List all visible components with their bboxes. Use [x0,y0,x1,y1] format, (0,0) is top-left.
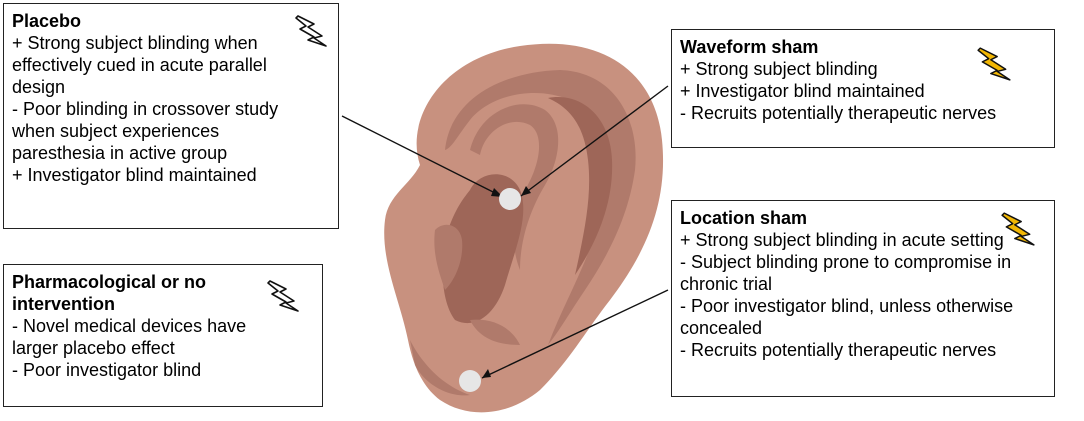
ear-antitragus [470,319,520,345]
lightning-filled-icon [977,47,1011,81]
placebo-line: when subject experiences [12,121,220,141]
arrow-location [481,289,669,379]
location-line: concealed [680,318,763,338]
ear-concha [442,174,524,324]
arrow-waveform-head [521,186,531,196]
placebo-line: + Investigator blind maintained [12,165,257,185]
lightning-outline-icon [267,280,299,312]
placebo-line: effectively cued in acute parallel [12,55,267,75]
lightning-filled-icon [1001,212,1035,246]
electrode-cymba [499,188,521,210]
location-line: - Subject blinding prone to compromise i… [680,252,1012,272]
location-line: - Poor investigator blind, unless otherw… [680,296,1014,316]
arrow-placebo [341,115,504,198]
location-line: chronic trial [680,274,773,294]
electrode-lobe [459,370,481,392]
ear-tragus [434,224,463,290]
placebo-line: paresthesia in active group [12,143,228,163]
ear-lobe-shade [410,340,470,396]
placebo-line: + Strong subject blinding when [12,33,258,53]
waveform-line: - Recruits potentially therapeutic nerve… [680,103,997,123]
ear-scapha [548,97,613,275]
waveform-line: + Investigator blind maintained [680,81,925,101]
pharmacological-box: Pharmacological or no intervention - Nov… [3,264,323,407]
placebo-line: design [12,77,66,97]
pharmacological-line: larger placebo effect [12,338,175,358]
arrow-waveform [520,85,669,197]
pharmacological-title: Pharmacological or no intervention [12,272,207,314]
location-line: - Recruits potentially therapeutic nerve… [680,340,997,360]
placebo-box: Placebo + Strong subject blinding when e… [3,3,339,229]
pharmacological-line: - Poor investigator blind [12,360,202,380]
location-title: Location sham [680,208,808,228]
ear-helix-shade [445,70,636,345]
placebo-title: Placebo [12,11,82,31]
pharmacological-line: - Novel medical devices have [12,316,247,336]
placebo-line: - Poor blinding in crossover study [12,99,279,119]
waveform-title: Waveform sham [680,37,819,57]
waveform-sham-box: Waveform sham + Strong subject blinding … [671,29,1055,148]
lightning-outline-icon [295,15,327,47]
location-line: + Strong subject blinding in acute setti… [680,230,1004,250]
location-sham-box: Location sham + Strong subject blinding … [671,200,1055,397]
arrow-location-head [482,369,491,378]
waveform-line: + Strong subject blinding [680,59,878,79]
